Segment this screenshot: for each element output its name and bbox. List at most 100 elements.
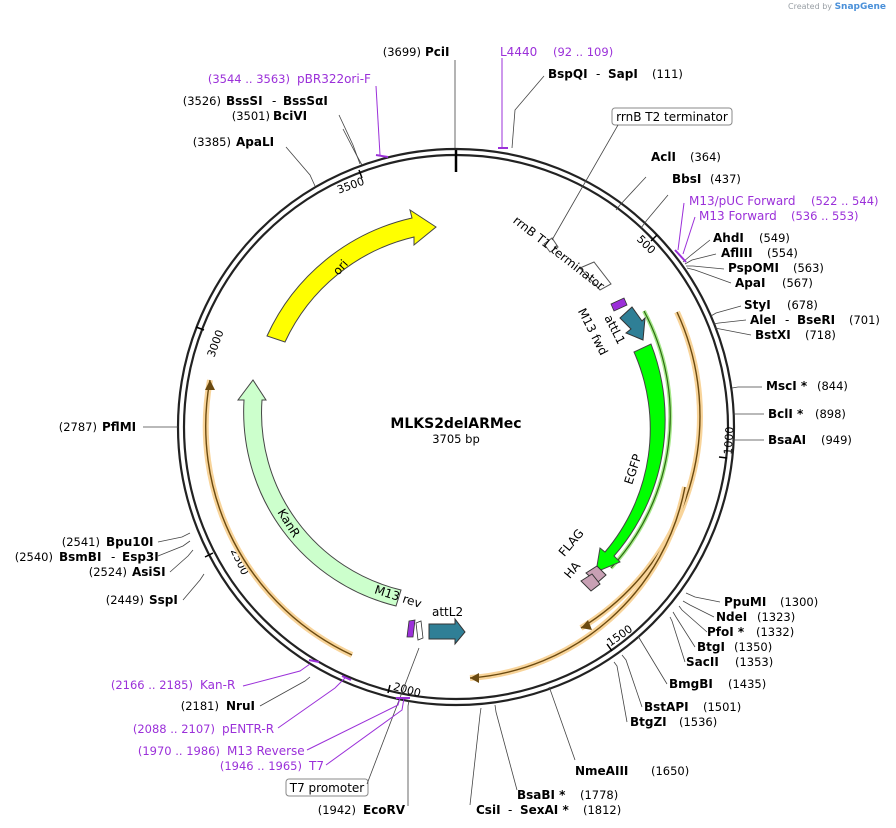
leader-lines <box>143 60 764 806</box>
rrnbt2-box: rrnB T2 terminator <box>551 107 733 241</box>
kanr-primer-range: (2166 .. 2185) <box>111 678 193 692</box>
bsssi-pos: (3526) <box>183 94 221 108</box>
acli-pos: (364) <box>690 150 721 164</box>
alei-sep: - <box>785 313 789 327</box>
apai-pos: (567) <box>782 276 813 290</box>
bpu10i-site: Bpu10I <box>106 535 153 549</box>
pcii-pos: (3699) <box>383 45 421 59</box>
m13reverse-range: (1970 .. 1986) <box>138 744 220 758</box>
tick-500: 500 <box>634 233 658 257</box>
plasmid-name: MLKS2delARMec <box>390 416 521 432</box>
asisi-pos: (2524) <box>89 565 127 579</box>
plasmid-size: 3705 bp <box>432 432 480 446</box>
m13puc-primer: M13/pUC Forward <box>689 194 796 208</box>
sexai-site: SexAI * <box>520 803 569 817</box>
bspqi-pos: (111) <box>652 67 683 81</box>
attl2-label: attL2 <box>432 605 463 619</box>
acli-site: AclI <box>651 150 676 164</box>
pbr322-range: (3544 .. 3563) <box>208 72 290 86</box>
tick-1000: 1000 <box>722 426 737 455</box>
sacii-pos: (1353) <box>735 655 773 669</box>
ecorv-pos: (1942) <box>318 803 356 817</box>
site-labels: (3699) PciI BspQI - SapI (111) (3526) Bs… <box>15 45 880 817</box>
kanr-primer: Kan-R <box>200 678 235 692</box>
bsssai-site: BssSαI <box>283 94 328 108</box>
nmeaiii-site: NmeAIII <box>575 764 628 778</box>
bbsi-pos: (437) <box>710 172 741 186</box>
orf-arcs <box>202 310 703 683</box>
esp3i-site: Esp3I <box>122 550 159 564</box>
m13f-primer: M13 Forward <box>699 209 777 223</box>
bspqi-site: BspQI <box>548 67 588 81</box>
pentr-primer: pENTR-R <box>222 722 274 736</box>
csii-pos: (1812) <box>583 803 621 817</box>
l4440-primer: L4440 <box>500 45 537 59</box>
bsaai-site: BsaAI <box>768 433 806 447</box>
csii-sep: - <box>508 803 512 817</box>
egfp-label: EGFP <box>622 452 645 486</box>
btgzi-pos: (1536) <box>679 715 717 729</box>
l4440-range: (92 .. 109) <box>553 45 613 59</box>
pcii-site: PciI <box>425 45 450 59</box>
m13puc-range: (522 .. 544) <box>811 194 879 208</box>
rrnbt2-label: rrnB T2 terminator <box>616 110 728 124</box>
primer-labels: L4440 (92 .. 109) (3544 .. 3563) pBR322o… <box>111 45 879 773</box>
nmeaiii-pos: (1650) <box>651 764 689 778</box>
sspi-site: SspI <box>149 593 178 607</box>
apali-site: ApaLI <box>236 135 274 149</box>
bstxi-pos: (718) <box>805 328 836 342</box>
btgi-pos: (1350) <box>734 640 772 654</box>
pentr-range: (2088 .. 2107) <box>133 722 215 736</box>
nrui-site: NruI <box>226 699 255 713</box>
sspi-pos: (2449) <box>106 593 144 607</box>
bcli-pos: (898) <box>815 407 846 421</box>
bseri-site: BseRI <box>797 313 835 327</box>
apai-site: ApaI <box>735 276 765 290</box>
m13rev-label: M13 rev <box>373 583 424 611</box>
styi-pos: (678) <box>787 298 818 312</box>
msci-site: MscI * <box>766 379 808 393</box>
bsabi-site: BsaBI * <box>517 788 566 802</box>
pflmi-pos: (2787) <box>59 420 97 434</box>
m13f-range: (536 .. 553) <box>791 209 859 223</box>
primer-lines <box>242 58 696 766</box>
t7promoter-label: T7 promoter <box>289 781 365 795</box>
bcli-site: BclI * <box>768 407 804 421</box>
styi-site: StyI <box>744 298 771 312</box>
bsmbi-pos: (2540) <box>15 550 53 564</box>
bsaai-pos: (949) <box>821 433 852 447</box>
ahdi-site: AhdI <box>713 231 744 245</box>
ppumi-site: PpuMI <box>724 595 766 609</box>
alei-site: AleI <box>750 313 776 327</box>
bmgbi-site: BmgBI <box>669 677 713 691</box>
bsssi-sep: - <box>272 94 276 108</box>
pfoi-pos: (1332) <box>756 625 794 639</box>
t7promoter-box: T7 promoter <box>285 647 420 797</box>
afliii-pos: (554) <box>767 246 798 260</box>
pbr322-primer: pBR322ori-F <box>297 72 371 86</box>
nrui-pos: (2181) <box>181 699 219 713</box>
ha-label: HA <box>561 558 583 581</box>
m13reverse-primer: M13 Reverse <box>227 744 305 758</box>
bstapi-pos: (1501) <box>703 700 741 714</box>
bstapi-site: BstAPI <box>644 700 689 714</box>
bstxi-site: BstXI <box>755 328 791 342</box>
btgi-site: BtgI <box>697 640 725 654</box>
ppumi-pos: (1300) <box>780 595 818 609</box>
rrnbt1-label: rrnB T1 terminator <box>510 213 607 293</box>
bsmbi-sep: - <box>111 550 115 564</box>
ndei-site: NdeI <box>716 610 747 624</box>
bsabi-pos: (1778) <box>580 788 618 802</box>
pflmi-site: PflMI <box>102 420 136 434</box>
afliii-site: AflIII <box>721 246 753 260</box>
bcivi-pos: (3501) <box>232 109 270 123</box>
t7-range: (1946 .. 1965) <box>220 759 302 773</box>
ndei-pos: (1323) <box>757 610 795 624</box>
msci-pos: (844) <box>817 379 848 393</box>
snapgene-watermark: Created by SnapGene <box>788 2 886 12</box>
bspqi-sep: - <box>596 67 600 81</box>
kanr-feature: KanR <box>237 379 402 607</box>
pfoi-site: PfoI * <box>707 625 745 639</box>
bsmbi-site: BsmBI <box>59 550 101 564</box>
